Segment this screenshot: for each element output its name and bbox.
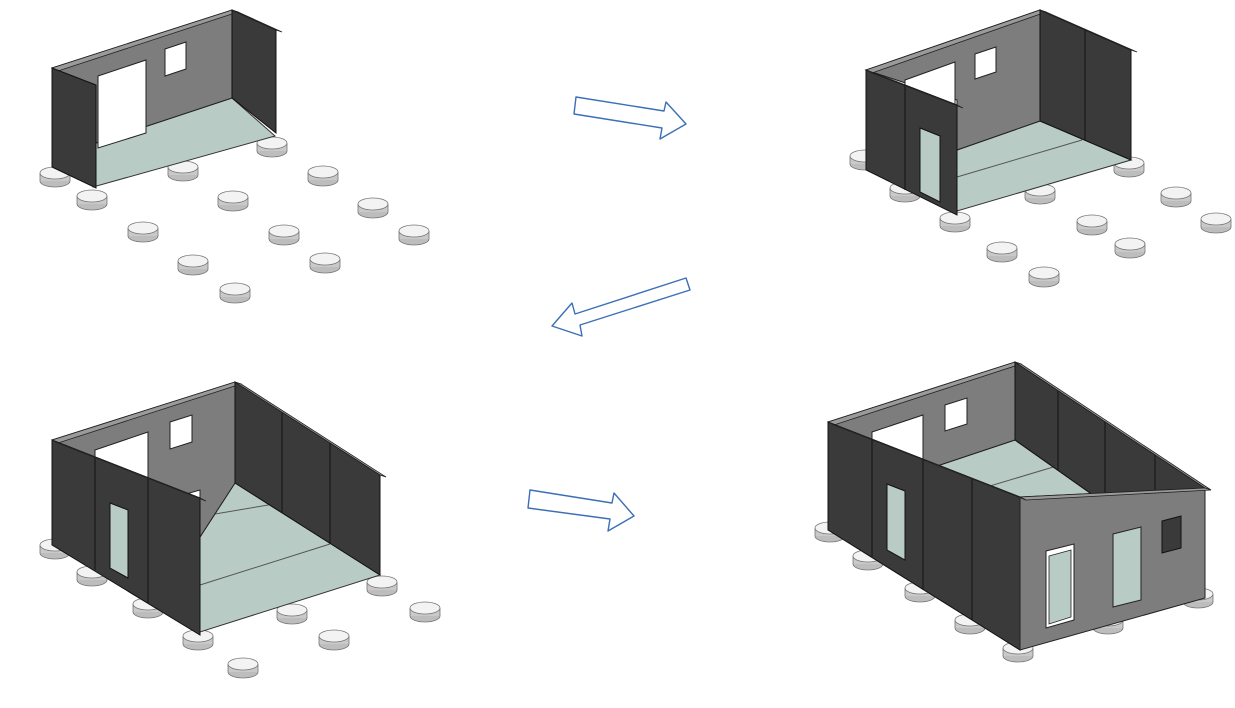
stage-1-left-wall [51, 67, 97, 189]
stage-3-window [169, 414, 193, 450]
stage-1-module [39, 9, 430, 304]
stage-2-module [849, 9, 1232, 288]
stage-4-module [814, 361, 1214, 663]
stage-3-module [39, 381, 441, 679]
stage-2-window [974, 46, 997, 80]
stage-4-door-left [886, 483, 906, 561]
arrow-stage-1-to-2 [573, 96, 687, 140]
arrow-stage-2-to-3 [551, 277, 691, 337]
arrow-stage-3-to-4 [527, 489, 635, 532]
stage-1-window [164, 41, 187, 77]
stage-1-wall-opening [97, 59, 147, 149]
stage-4-window [944, 397, 968, 432]
stage-3-door [109, 502, 129, 579]
stage-4-door-front-2 [1112, 526, 1142, 608]
stage-4-front-window [1161, 515, 1182, 554]
stage-2-door [919, 127, 941, 203]
